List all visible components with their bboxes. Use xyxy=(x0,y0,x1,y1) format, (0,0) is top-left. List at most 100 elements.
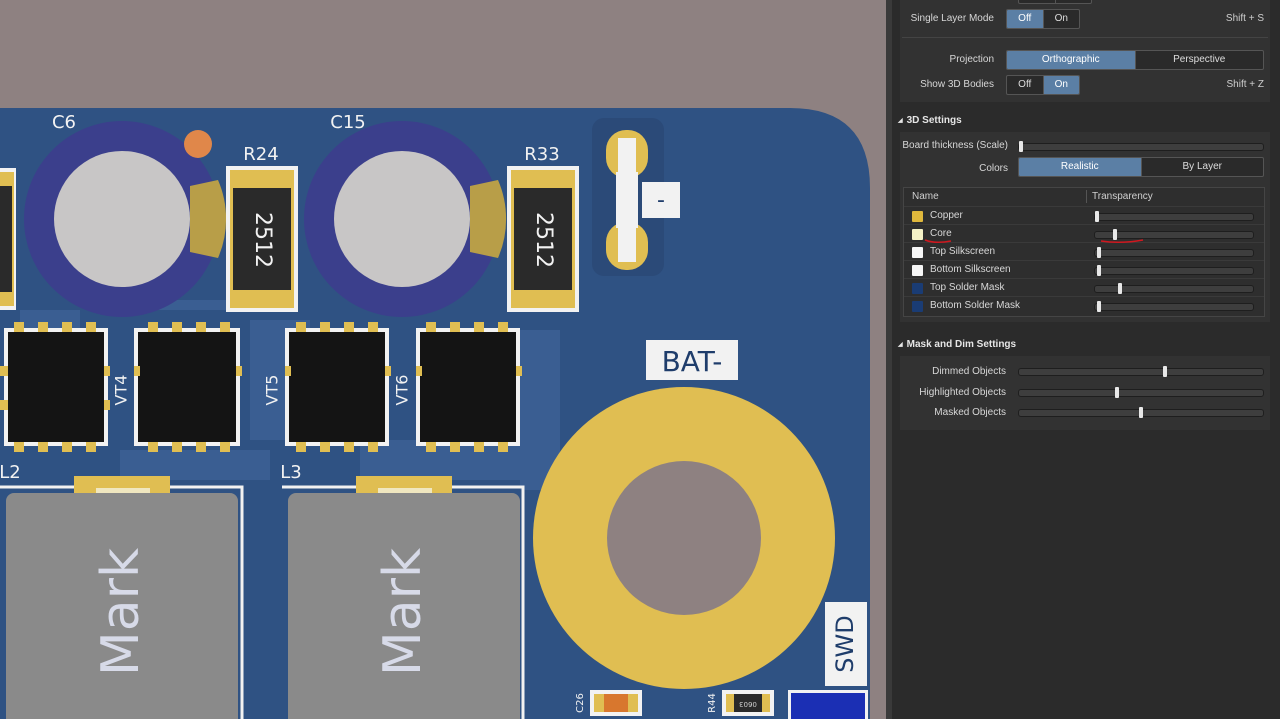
layer-transparency-slider[interactable] xyxy=(1094,229,1254,240)
colors-by-layer[interactable]: By Layer xyxy=(1182,161,1222,172)
slider-thumb[interactable] xyxy=(1139,407,1143,418)
board-thickness-label: Board thickness (Scale) xyxy=(902,140,1008,151)
label-r33-size: 2512 xyxy=(531,212,556,268)
layer-color-swatch[interactable] xyxy=(912,229,923,240)
section-header-3d-settings[interactable]: 3D Settings xyxy=(898,115,962,126)
dimmed-objects-slider[interactable] xyxy=(1018,366,1264,377)
resistor-r44-body xyxy=(734,694,762,712)
board-thickness-slider-thumb[interactable] xyxy=(1019,141,1023,152)
capacitor-c6-body xyxy=(54,151,190,287)
silk-label-box xyxy=(825,602,867,686)
mosfet-body xyxy=(8,332,104,442)
dimmed-objects-label: Dimmed Objects xyxy=(932,366,1006,377)
label-c15: C15 xyxy=(330,112,365,133)
capacitor-polarity xyxy=(190,180,227,258)
label-vt6: VT6 xyxy=(393,375,412,406)
jumper-pad-inner xyxy=(618,228,636,262)
layer-transparency-slider[interactable] xyxy=(1094,211,1254,222)
masked-objects-label: Masked Objects xyxy=(934,407,1006,418)
resistor-r24-body xyxy=(233,188,291,290)
projection-row: Projection Orthographic Perspective xyxy=(900,49,1270,71)
layer-transparency-slider[interactable] xyxy=(1094,301,1254,312)
label-l2: L2 xyxy=(0,462,21,483)
layer-row-bottom-silkscreen[interactable]: Bottom Silkscreen xyxy=(904,260,1264,279)
single-layer-mode-shortcut: Shift + S xyxy=(1225,13,1264,24)
projection-orthographic[interactable]: Orthographic xyxy=(1007,51,1136,69)
projection-perspective[interactable]: Perspective xyxy=(1173,54,1226,65)
view-configuration-panel: Single Layer Mode Off On Shift + S Proje… xyxy=(886,0,1280,719)
projection-label: Projection xyxy=(949,54,994,65)
single-layer-mode-off[interactable]: Off xyxy=(1007,10,1044,28)
show-3d-bodies-on[interactable]: On xyxy=(1043,76,1079,94)
capacitor-c15-body xyxy=(334,151,470,287)
slider-thumb[interactable] xyxy=(1097,247,1101,258)
column-header-name[interactable]: Name xyxy=(912,191,939,202)
slider-thumb[interactable] xyxy=(1097,301,1101,312)
show-3d-bodies-off[interactable]: Off xyxy=(1007,76,1044,94)
layer-color-swatch[interactable] xyxy=(912,211,923,222)
mosfet-vt6-body xyxy=(420,332,516,442)
highlighted-objects-slider[interactable] xyxy=(1018,387,1264,398)
layer-transparency-slider[interactable] xyxy=(1094,265,1254,276)
show-3d-bodies-shortcut: Shift + Z xyxy=(1226,79,1264,90)
jumper-pad-inner xyxy=(618,138,636,172)
panel-splitter[interactable] xyxy=(886,0,892,719)
colors-realistic[interactable]: Realistic xyxy=(1019,158,1142,176)
column-divider[interactable] xyxy=(1086,190,1087,203)
layer-transparency-table: Name Transparency Copper Core Top Silksc… xyxy=(903,187,1265,317)
board-thickness-slider[interactable] xyxy=(1018,141,1264,152)
single-layer-mode-on[interactable]: On xyxy=(1054,13,1068,24)
annotation-underline xyxy=(924,239,1144,244)
layer-row-top-silkscreen[interactable]: Top Silkscreen xyxy=(904,242,1264,261)
colors-label: Colors xyxy=(979,163,1008,174)
mask-dim-section: Dimmed Objects Highlighted Objects Maske… xyxy=(900,356,1270,430)
jumper-bridge xyxy=(616,172,638,228)
layer-row-top-solder-mask[interactable]: Top Solder Mask xyxy=(904,278,1264,297)
projection-toggle: Orthographic Perspective xyxy=(1006,50,1264,70)
slider-thumb[interactable] xyxy=(1095,211,1099,222)
capacitor-polarity xyxy=(470,180,507,258)
pcb-3d-viewport[interactable]: C6 R24 2512 C15 R33 2512 - xyxy=(0,0,886,719)
slider-thumb[interactable] xyxy=(1163,366,1167,377)
inductor-l2-body xyxy=(6,493,238,719)
label-l3: L3 xyxy=(280,462,301,483)
column-header-transparency[interactable]: Transparency xyxy=(1092,191,1153,202)
mosfet-row xyxy=(0,322,522,452)
slider-thumb[interactable] xyxy=(1113,229,1117,240)
colors-toggle: Realistic By Layer xyxy=(1018,157,1264,177)
layer-row-bottom-solder-mask[interactable]: Bottom Solder Mask xyxy=(904,296,1264,315)
label-c6: C6 xyxy=(52,112,76,133)
layer-name: Bottom Silkscreen xyxy=(930,264,1011,275)
label-r44-size: 0603 xyxy=(739,700,757,708)
slider-thumb[interactable] xyxy=(1115,387,1119,398)
capacitor-c26-body xyxy=(604,694,628,712)
label-vt5: VT5 xyxy=(263,375,282,406)
layer-name: Core xyxy=(930,228,952,239)
slider-thumb[interactable] xyxy=(1097,265,1101,276)
layer-color-swatch[interactable] xyxy=(912,283,923,294)
label-r24: R24 xyxy=(243,144,278,165)
masked-objects-slider[interactable] xyxy=(1018,407,1264,418)
slider-thumb[interactable] xyxy=(1118,283,1122,294)
section-header-mask-dim[interactable]: Mask and Dim Settings xyxy=(898,339,1016,350)
label-bat: BAT- xyxy=(662,345,723,378)
layer-transparency-slider[interactable] xyxy=(1094,247,1254,258)
layer-name: Copper xyxy=(930,210,963,221)
show-3d-bodies-toggle: Off On xyxy=(1006,75,1080,95)
layer-color-swatch[interactable] xyxy=(912,265,923,276)
silk-label-box xyxy=(646,340,738,380)
view-options-section: Single Layer Mode Off On Shift + S Proje… xyxy=(900,0,1270,102)
resistor-r33-body xyxy=(514,188,572,290)
layer-row-core[interactable]: Core xyxy=(904,224,1264,243)
layer-name: Top Solder Mask xyxy=(930,282,1005,293)
layer-color-swatch[interactable] xyxy=(912,247,923,258)
previous-toggle[interactable] xyxy=(1018,0,1092,4)
layer-row-copper[interactable]: Copper xyxy=(904,206,1264,225)
show-3d-bodies-row: Show 3D Bodies Off On Shift + Z xyxy=(900,74,1270,96)
layer-color-swatch[interactable] xyxy=(912,301,923,312)
label-mark-l2: Mark xyxy=(91,548,151,676)
label-r33: R33 xyxy=(524,144,559,165)
layer-transparency-slider[interactable] xyxy=(1094,283,1254,294)
label-mark-l3: Mark xyxy=(373,548,433,676)
mosfet-vt4-body xyxy=(138,332,236,442)
